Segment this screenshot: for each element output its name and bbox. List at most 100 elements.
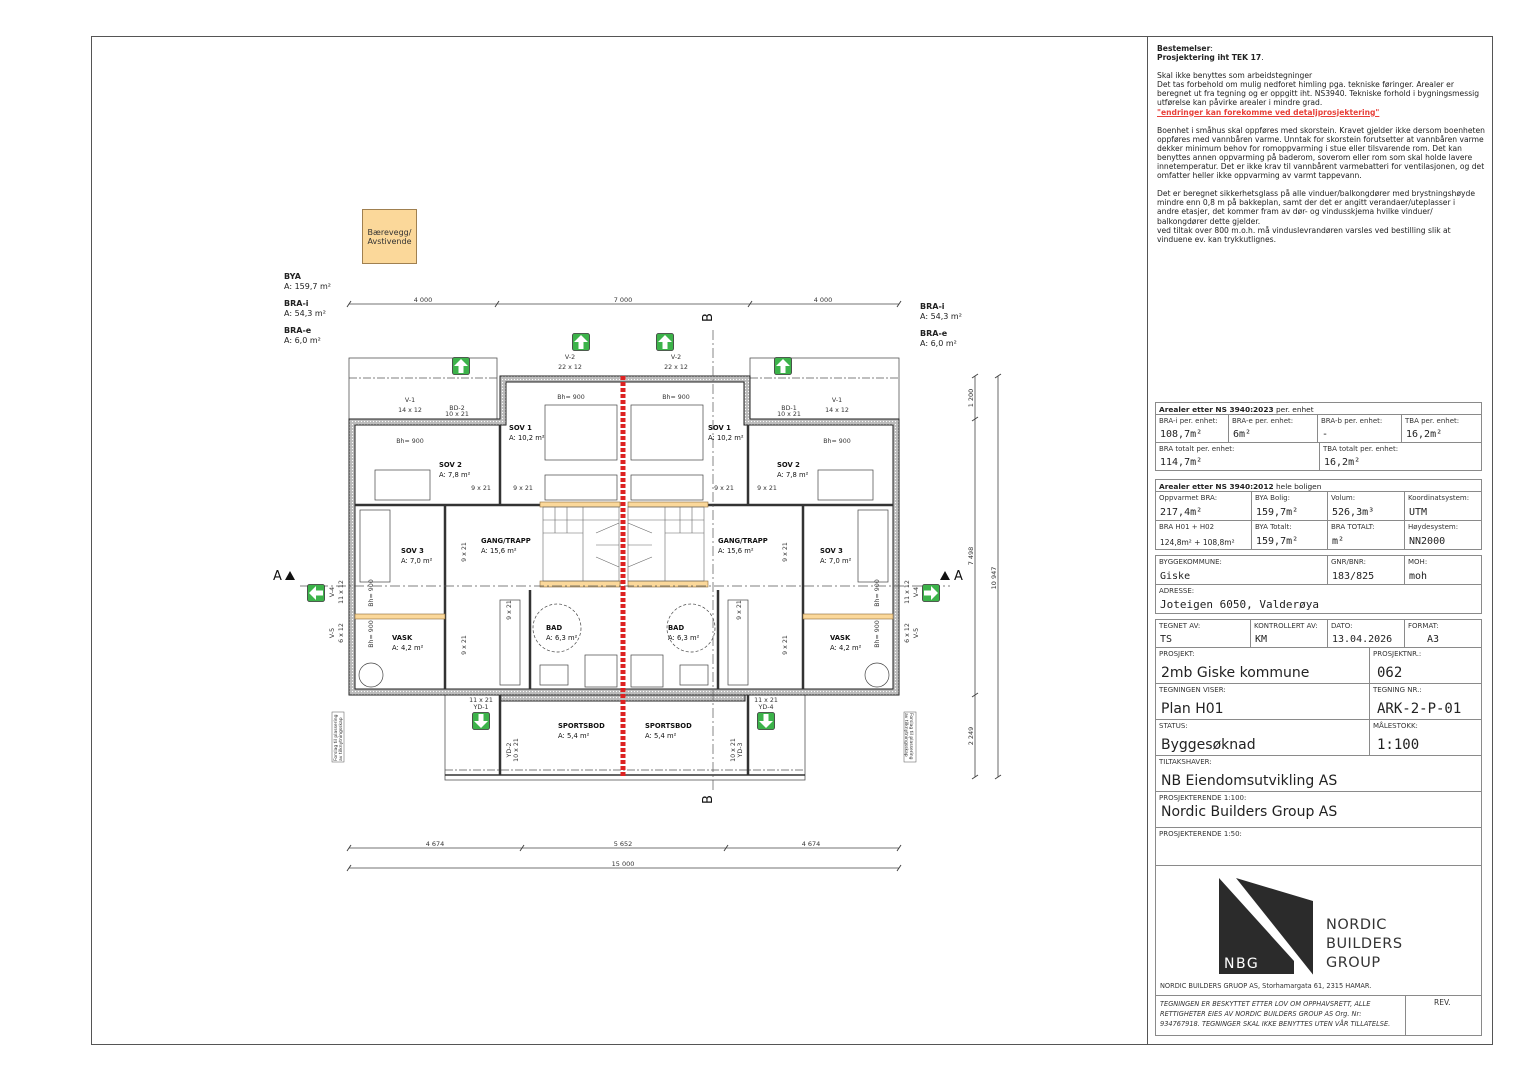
- logo-wordmark: NORDIC BUILDERS GROUP: [1326, 916, 1403, 973]
- stairs: [542, 506, 705, 582]
- cell-brab: BRA-b per. enhet:-: [1317, 414, 1402, 443]
- brae-value: A: 6,0 m²: [920, 339, 957, 348]
- cell-value: moh: [1409, 571, 1428, 582]
- cell-value: 16,2m²: [1406, 429, 1443, 440]
- door-label: BD-2: [449, 405, 464, 412]
- room-name: GANG/TRAPP: [481, 537, 531, 545]
- note-line: omfatter heller ikke oppvarming av varmt…: [1157, 171, 1362, 181]
- table-title: Arealer etter NS 3940:2023: [1159, 405, 1274, 414]
- dim-label: 4 000: [414, 296, 433, 304]
- cell-label: STATUS:: [1159, 722, 1188, 730]
- room-name: SOV 3: [820, 547, 843, 555]
- section-a-label: A: [273, 569, 282, 584]
- cell-rev: REV.: [1405, 995, 1482, 1036]
- dim-label: 4 000: [814, 296, 833, 304]
- room-area: A: 6,3 m²: [546, 634, 578, 642]
- cell-tegningnr: TEGNING NR.:ARK-2-P-01: [1369, 683, 1482, 720]
- section-a-label: A: [954, 569, 963, 584]
- cell-gnr: GNR/BNR: 183/825: [1327, 555, 1405, 585]
- interior-walls: [355, 425, 893, 776]
- dim-label: 7 000: [614, 296, 633, 304]
- note-line: vinduene ev. kan trykkutlignes.: [1157, 234, 1277, 244]
- cell-label: Høydesystem:: [1408, 523, 1459, 531]
- cabinet-note: Forslag til plassering: [333, 714, 339, 761]
- cell-value: 114,7m²: [1160, 457, 1203, 468]
- window-label: V-5: [329, 628, 336, 638]
- window-size: 11 x 12: [338, 580, 345, 604]
- copyright-notice: TEGNINGEN ER BESKYTTET ETTER LOV OM OPPH…: [1155, 995, 1406, 1036]
- section-lines: [300, 330, 950, 790]
- section-markers: A A B B: [273, 313, 963, 804]
- cell-oppvarmet: Oppvarmet BRA:217,4m²: [1155, 491, 1252, 521]
- dim-label: 1 200: [967, 389, 975, 408]
- door-size: 9 x 21: [513, 485, 533, 492]
- cell-bra-total: BRA totalt per. enhet:114,7m²: [1155, 442, 1320, 471]
- cell-label: ADRESSE:: [1159, 587, 1195, 595]
- note-line: dekker minimum behov for romoppvarming i…: [1157, 143, 1462, 153]
- room-name: GANG/TRAPP: [718, 537, 768, 545]
- cell-value: 124,8m² + 108,8m²: [1160, 538, 1235, 547]
- note-line: andre etasjer, det kommer fram av dør- o…: [1157, 207, 1433, 217]
- window-size: 6 x 12: [904, 623, 911, 643]
- cell-label: BRA H01 + H02: [1159, 523, 1215, 531]
- door-size: 9 x 21: [506, 600, 513, 620]
- sill-height: Bh= 900: [557, 394, 585, 401]
- door-label: YD-2: [506, 743, 513, 759]
- cell-label: BYGGEKOMMUNE:: [1159, 558, 1222, 566]
- cell-brai: BRA-i per. enhet:108,7m²: [1155, 414, 1229, 443]
- door-size: 9 x 21: [782, 635, 789, 655]
- cell-value: 526,3m³: [1332, 507, 1375, 518]
- sill-height: Bh= 900: [874, 620, 881, 648]
- cell-kontrollert: KONTROLLERT AV:KM: [1250, 619, 1328, 648]
- cell-value: Nordic Builders Group AS: [1161, 804, 1338, 820]
- cell-moh: MOH:moh: [1404, 555, 1482, 585]
- cell-tegnet: TEGNET AV: TS: [1155, 619, 1251, 648]
- sill-height: Bh= 900: [874, 579, 881, 607]
- cell-label: FORMAT:: [1408, 622, 1439, 630]
- door-size: 9 x 21: [461, 542, 468, 562]
- cell-label: DATO:: [1331, 622, 1353, 630]
- company-logo-block: NBG NORDIC BUILDERS GROUP NORDIC BUILDER…: [1155, 865, 1482, 996]
- door-size: 9 x 21: [757, 485, 777, 492]
- cell-value: 183/825: [1332, 571, 1375, 582]
- note-line: ved tiltak over 800 m.o.h. må vinduslevr…: [1157, 225, 1451, 235]
- notes-subtitle: Prosjektering iht TEK 17: [1157, 53, 1262, 63]
- room-area: A: 7,8 m²: [777, 471, 809, 479]
- window-label: V-4: [913, 587, 920, 597]
- furniture: [358, 404, 890, 688]
- room-name: VASK: [830, 634, 851, 642]
- cell-brae: BRA-e per. enhet:6m²: [1228, 414, 1318, 443]
- note-line: benyttes annen oppvarming på baderom, so…: [1157, 152, 1473, 162]
- door-size: 9 x 21: [714, 485, 734, 492]
- dim-label: 5 652: [614, 840, 633, 848]
- cell-tba: TBA per. enhet:16,2m²: [1401, 414, 1482, 443]
- exit-up-icon: [774, 357, 792, 375]
- brai-label: BRA-i: [920, 302, 945, 311]
- cell-bra-totalt: BRA TOTALT:m²: [1327, 520, 1405, 550]
- note-line: Det tas forbehold om mulig nedforet himl…: [1157, 80, 1454, 90]
- cell-value: 1:100: [1377, 737, 1420, 753]
- cell-value: 13.04.2026: [1332, 634, 1393, 645]
- general-notes: Bestemelser: Prosjektering iht TEK 17. S…: [1157, 44, 1487, 244]
- cell-label: GNR/BNR:: [1331, 558, 1366, 566]
- cell-koordinat: Koordinatsystem:UTM: [1404, 491, 1482, 521]
- window-label: V-2: [565, 354, 575, 361]
- cell-value: TS: [1160, 634, 1173, 645]
- room-area: A: 6,3 m²: [668, 634, 700, 642]
- sill-height: Bh= 900: [368, 579, 375, 607]
- room-area: A: 7,0 m²: [401, 557, 433, 565]
- window-label: V-2: [671, 354, 681, 361]
- cell-label: BRA-i per. enhet:: [1159, 417, 1218, 425]
- cell-bya-bolig: BYA Bolig:159,7m²: [1251, 491, 1328, 521]
- door-size: 10 x 21: [513, 738, 520, 762]
- cell-value: Joteigen 6050, Valderøya: [1160, 598, 1319, 611]
- cabinet-note: Forslag til plassering: [908, 713, 914, 760]
- cell-prosjekt: PROSJEKT:2mb Giske kommune: [1155, 647, 1370, 684]
- cell-value: A3: [1427, 634, 1440, 645]
- cell-label: TEGNET AV:: [1159, 622, 1201, 630]
- cell-value: -: [1322, 429, 1329, 440]
- room-name: SPORTSBOD: [558, 722, 605, 730]
- door-size: 9 x 21: [782, 542, 789, 562]
- cell-prosjekterende-50: PROSJEKTERENDE 1:50:: [1155, 827, 1482, 866]
- cell-volum: Volum:526,3m³: [1327, 491, 1405, 521]
